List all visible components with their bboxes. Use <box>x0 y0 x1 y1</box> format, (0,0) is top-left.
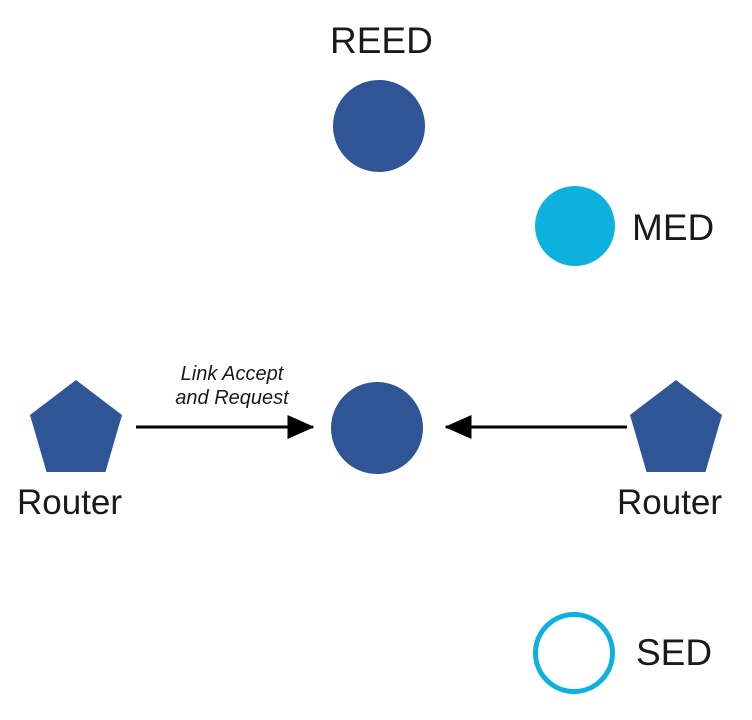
edge-link-accept-request-label: Link Accept and Request <box>152 362 312 411</box>
node-router-left-label: Router <box>17 483 123 522</box>
node-router-right-label: Router <box>617 483 723 522</box>
edge-label-line-1: Link Accept <box>180 363 284 385</box>
node-med-label: MED <box>632 207 715 248</box>
node-sed[interactable] <box>533 612 615 694</box>
edge-label-line-2: and Request <box>175 387 289 410</box>
node-reed-label: REED <box>330 20 433 61</box>
node-leader[interactable] <box>331 382 423 474</box>
node-sed-label: SED <box>636 632 713 673</box>
node-med[interactable] <box>535 186 615 266</box>
node-reed[interactable] <box>333 80 425 172</box>
